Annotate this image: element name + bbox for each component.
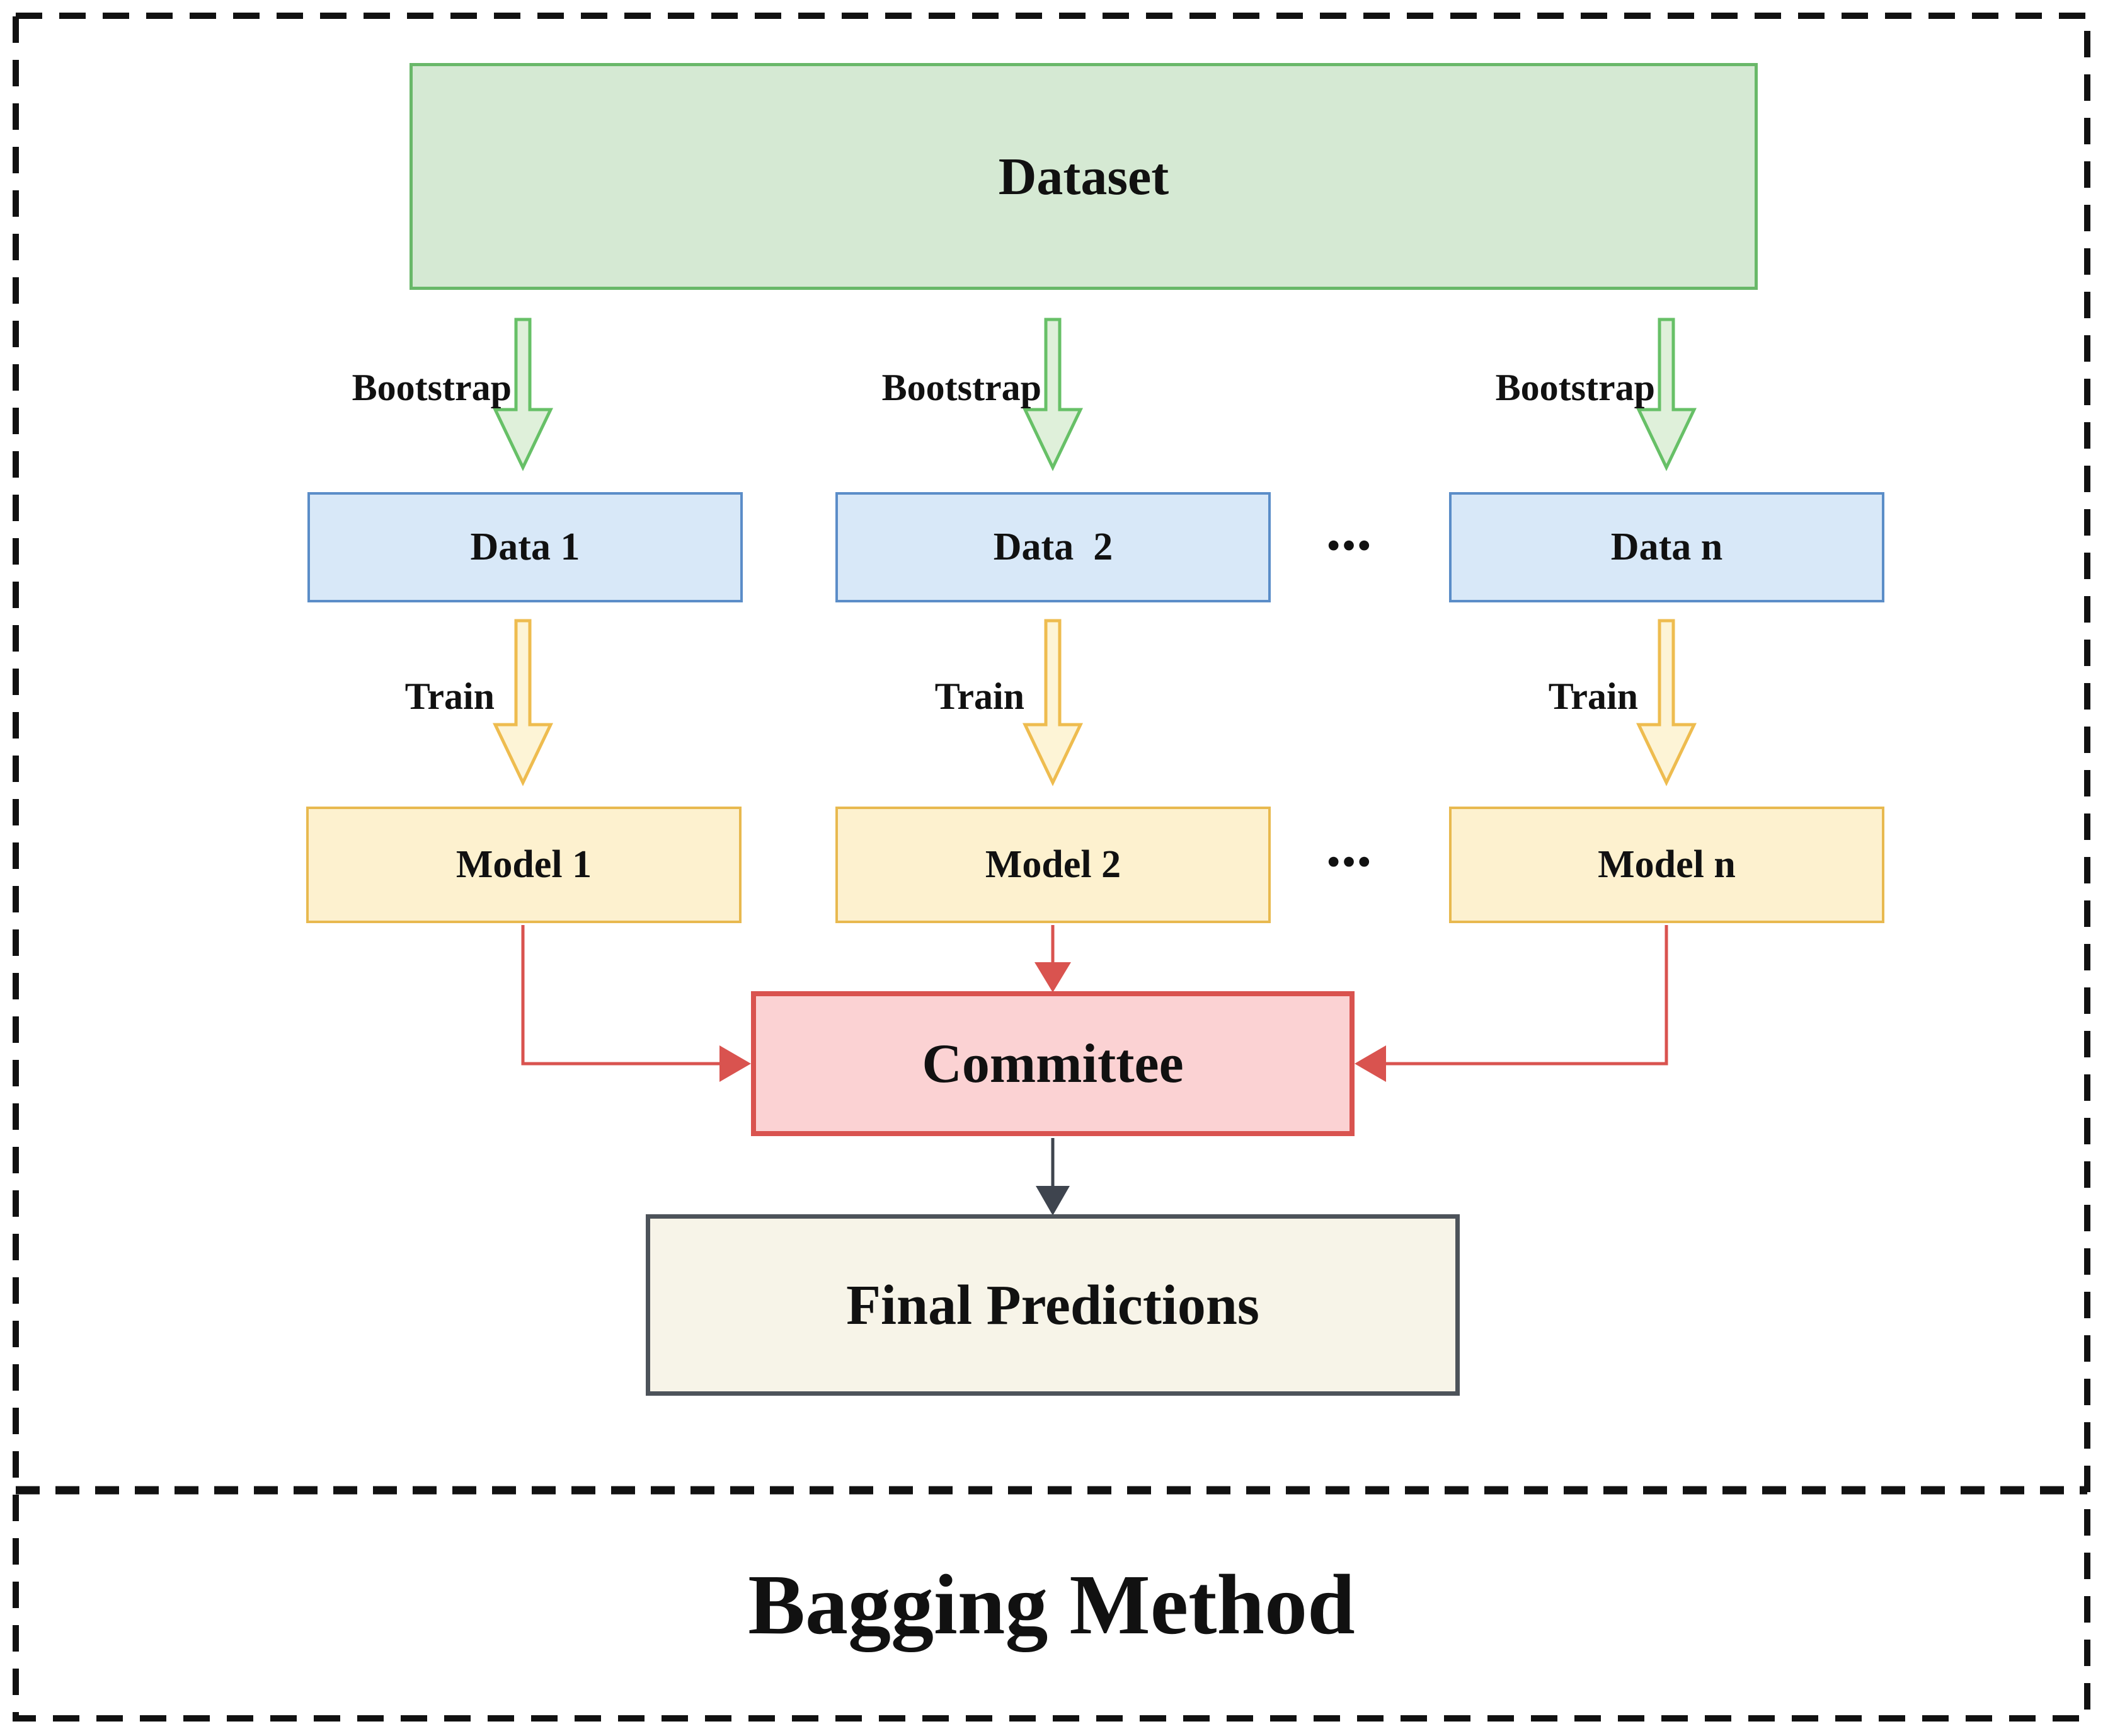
train-arrow-icon <box>493 619 553 786</box>
bootstrap-arrow-icon <box>1023 318 1083 471</box>
train-label-3: Train <box>1548 675 1638 717</box>
bootstrap-arrow-icon <box>1636 318 1697 471</box>
bootstrap-label-1: Bootstrap <box>352 367 512 408</box>
model-2-box: Model 2 <box>835 807 1271 923</box>
figure-title: Bagging Method <box>748 1558 1355 1652</box>
final-predictions-box: Final Predictions <box>646 1214 1460 1396</box>
ellipsis-dots-data-row: ••• <box>1327 525 1373 566</box>
model1-to-committee-connector <box>521 925 722 1066</box>
data-n-box: Data n <box>1449 492 1884 602</box>
dashed-outer-border <box>13 13 2090 1722</box>
modeln-to-committee-arrowhead-icon <box>1355 1045 1386 1082</box>
train-arrow-icon <box>1636 619 1697 786</box>
model2-to-committee-arrowhead-icon <box>1034 962 1071 992</box>
train-label-1: Train <box>404 675 495 717</box>
dataset-box: Dataset <box>410 63 1758 290</box>
bootstrap-label-3: Bootstrap <box>1495 367 1655 408</box>
data-2-box: Data 2 <box>835 492 1271 602</box>
model1-to-committee-arrowhead-icon <box>719 1045 751 1082</box>
committee-to-final-arrowhead-icon <box>1036 1186 1070 1216</box>
bootstrap-label-2: Bootstrap <box>881 367 1041 408</box>
committee-box: Committee <box>751 991 1355 1136</box>
bootstrap-arrow-icon <box>493 318 553 471</box>
model-n-box: Model n <box>1449 807 1884 923</box>
model-1-box: Model 1 <box>306 807 742 923</box>
train-arrow-icon <box>1023 619 1083 786</box>
train-label-2: Train <box>934 675 1024 717</box>
modeln-to-committee-connector <box>1384 925 1668 1066</box>
data-1-box: Data 1 <box>307 492 743 602</box>
ellipsis-dots-model-row: ••• <box>1327 841 1373 882</box>
